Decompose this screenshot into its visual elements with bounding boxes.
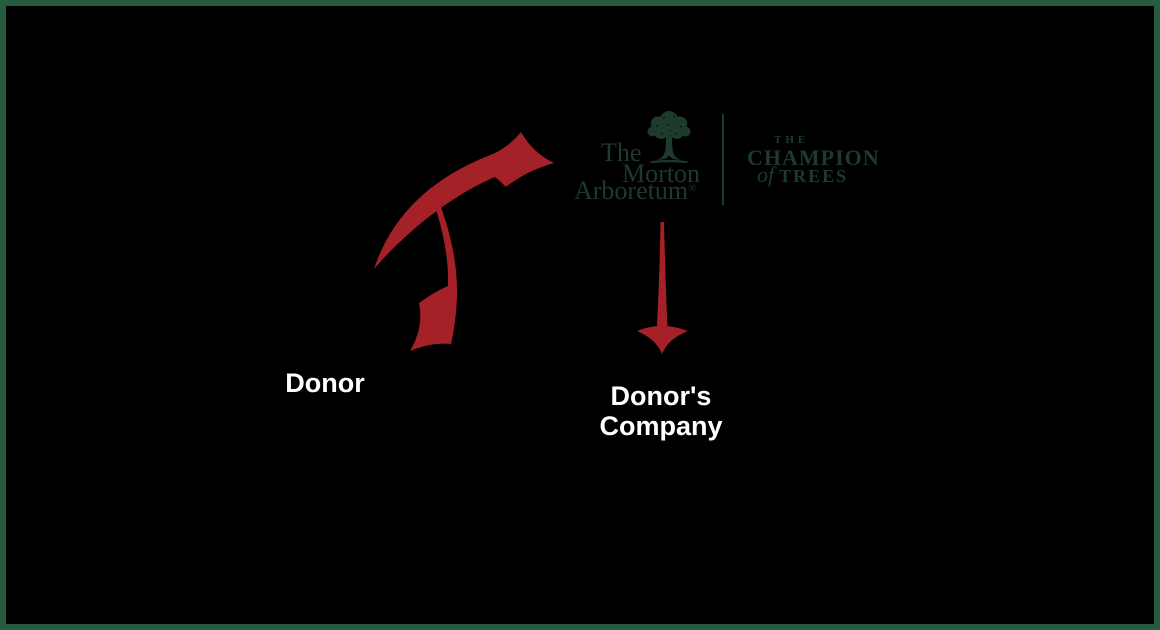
donors-company-label-line1: Donor's (610, 381, 712, 411)
arrow-arboretum-to-company-icon (637, 222, 688, 354)
donors-company-label: Donor's Company (591, 381, 731, 441)
curved-arrow-donor-to-arboretum-icon (374, 132, 554, 269)
tagline-the: THE (774, 134, 810, 146)
logo-wordmark-morton: Morton (622, 159, 700, 188)
tagline-champion: CHAMPION (747, 145, 880, 170)
donor-label: Donor (285, 368, 365, 398)
logo-wordmark-arboretum: Arboretum® (574, 178, 696, 204)
tagline-trees: TREES (779, 166, 849, 186)
tagline-of: of (757, 162, 775, 187)
morton-arboretum-tree-icon (647, 110, 691, 164)
donors-company-label-line2: Company (599, 411, 723, 441)
curved-arrow-arboretum-to-donor-icon (410, 192, 458, 351)
logo-wordmark-arboretum-text: Arboretum (574, 176, 689, 205)
registered-trademark-symbol: ® (688, 182, 697, 194)
logo-divider-line (722, 114, 724, 205)
logo-wordmark-the: The (601, 138, 642, 167)
